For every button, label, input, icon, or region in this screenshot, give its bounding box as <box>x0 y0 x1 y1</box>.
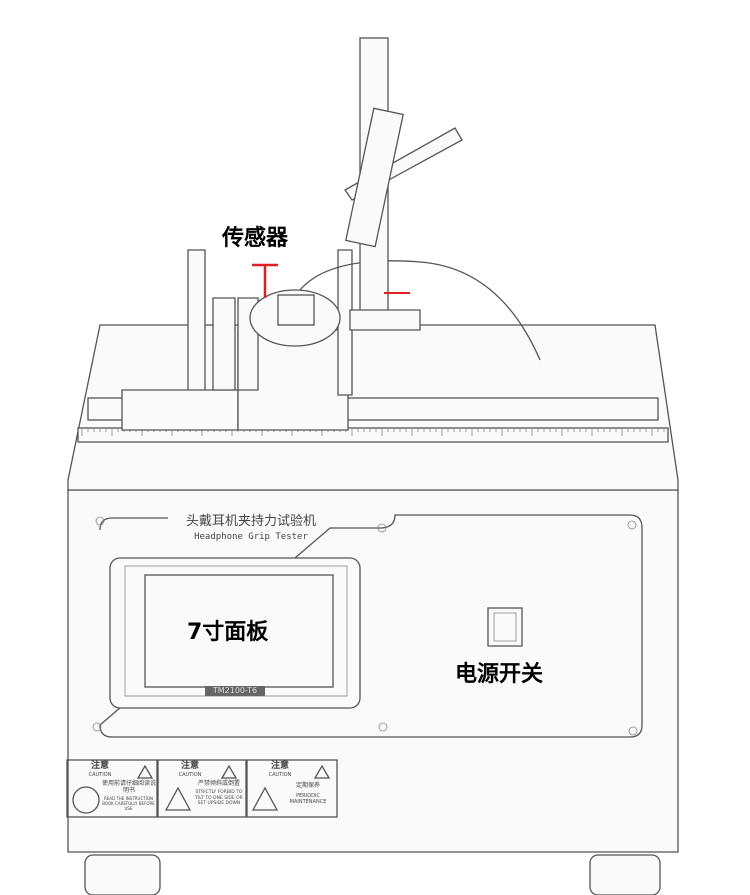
manual-icon <box>72 786 100 814</box>
nameplate-title-cn: 头戴耳机夹持力试验机 <box>185 514 316 529</box>
panel-callout: 7寸面板 <box>187 620 269 645</box>
maintenance-warning-icon <box>251 786 279 811</box>
sensor-callout: 传感器 <box>222 226 289 251</box>
right-clamp-plate <box>337 249 353 396</box>
power-switch-callout: 电源开关 <box>455 662 544 687</box>
left-clamp-plate <box>187 249 206 396</box>
caution-triangle-icon <box>136 764 331 779</box>
warning-3-header: 注意 <box>270 761 289 771</box>
holder-handle <box>345 107 404 248</box>
touch-screen[interactable] <box>144 574 334 688</box>
warning-1-text-en: READ THE INSTRUCTION BOOK CAREFULLY BEFO… <box>102 796 155 811</box>
warning-2-text-cn: 严禁倾斜或倒置 <box>197 780 240 787</box>
sensor-callout-line <box>252 263 278 298</box>
warning-2-header: 注意 <box>180 761 199 771</box>
column-base <box>349 309 421 331</box>
warning-1-text-cn: 使用前请仔细阅读说明书 <box>102 780 157 794</box>
warning-label-frame-3 <box>246 759 338 818</box>
warning-3-header-en: CAUTION <box>268 772 292 778</box>
warning-2-text-en: STRICTLY FORBID TO TILT TO ONE SIDE OR S… <box>195 790 243 806</box>
sensor-cable <box>299 260 541 361</box>
foot-left <box>84 854 161 895</box>
warning-3-text-cn: 定期保养 <box>295 782 320 789</box>
left-slider-block <box>121 389 239 431</box>
scale-ruler <box>77 427 669 443</box>
warning-1-header: 注意 <box>90 761 109 771</box>
warning-label-frame-1 <box>66 759 158 818</box>
tilt-warning-icon <box>164 786 192 811</box>
warning-3-text-en: PERIODIC MAINTENANCE <box>289 793 327 805</box>
nameplate-title-en: Headphone Grip Tester <box>194 532 308 542</box>
power-switch[interactable] <box>487 607 523 647</box>
warning-label-frame-2 <box>157 759 247 818</box>
foot-right <box>589 854 661 895</box>
warning-1-header-en: CAUTION <box>88 772 112 778</box>
screen-model-label: TM2100-T6 <box>205 686 265 696</box>
warning-2-header-en: CAUTION <box>178 772 202 778</box>
